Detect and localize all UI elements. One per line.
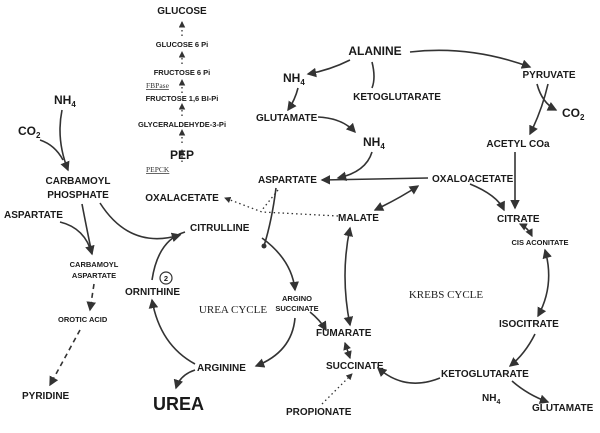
transamination-area: ALANINE NH4 KETOGLUTARATE PYRUVATE CO2 G… <box>256 44 585 210</box>
arrow-alanine-to-nh4 <box>306 59 351 78</box>
fructose-bisphosphate-label: FRUCTOSE 1,6 BI-Pi <box>146 94 219 103</box>
cis-aconitate-label: CIS ACONITATE <box>512 238 569 247</box>
arrow-nh4-to-carbamoyl-phosphate <box>59 109 70 172</box>
fbpase-enzyme-label: FBPase <box>146 81 170 90</box>
oxaloacetate-label: OXALOACETATE <box>432 174 514 185</box>
glyceraldehyde-3-phosphate-label: GLYCERALDEHYDE-3-Pi <box>138 120 226 129</box>
ketoglutarate-bottom-label: KETOGLUTARATE <box>441 369 529 380</box>
carbamoyl-aspartate-label-line2: ASPARTATE <box>72 271 116 280</box>
argininosuccinate-label-line2: SUCCINATE <box>275 304 318 313</box>
glutamate-top-label: GLUTAMATE <box>256 113 318 124</box>
arrow-fumarate-malate <box>343 226 354 327</box>
arrow-citrate-cisaconitate <box>518 223 533 238</box>
arrow-arginine-to-ornithine <box>148 298 196 365</box>
arrow-nh4-to-glutamate <box>287 87 299 112</box>
co2-label-left: CO2 <box>18 124 41 140</box>
citrate-label: CITRATE <box>497 214 540 225</box>
nh4-label-top: NH4 <box>283 71 305 87</box>
gluconeogenesis-pathway: GLUCOSE GLUCOSE 6 Pi FRUCTOSE 6 Pi FBPas… <box>138 6 226 204</box>
arrow-pyruvate-to-acetylcoa <box>529 83 549 136</box>
line-aspartate-to-argininosuccinate <box>263 187 277 247</box>
arrow-citrulline-to-argininosuccinate <box>261 237 299 292</box>
krebs-cycle-title: KREBS CYCLE <box>409 289 484 301</box>
ornithine-label: ORNITHINE <box>125 287 180 298</box>
pep-label: PEP <box>170 148 194 162</box>
arrow-oxaloacetate-to-aspartate <box>320 175 429 185</box>
line-ornithine-to-citrulline <box>151 231 186 281</box>
carbamoyl-phosphate-label-line1: CARBAMOYL <box>46 176 111 187</box>
arrow-carbamoyl-phosphate-to-citrulline <box>99 202 182 242</box>
arrow-glutamate-to-nh4 <box>317 116 356 134</box>
arrow-oxaloacetate-to-citrate <box>469 183 505 212</box>
arrow-ketoglutarate-to-succinate <box>376 367 441 384</box>
arrow-carbamoyl-aspartate-to-orotic-acid <box>86 283 96 312</box>
urea-cycle-title: UREA CYCLE <box>199 304 267 316</box>
ornithine-transporter-icon <box>159 271 173 285</box>
arrow-argininosuccinate-to-arginine <box>254 317 296 368</box>
succinate-label: SUCCINATE <box>326 361 384 372</box>
arrow-nh4-to-aspartate <box>336 151 373 181</box>
pyruvate-label: PYRUVATE <box>523 70 576 81</box>
line-alanine-to-ketoglutarate <box>371 61 375 89</box>
arrow-ketoglutarate-to-glutamate <box>511 380 550 404</box>
aspartate-mid-label: ASPARTATE <box>258 175 317 186</box>
arrow-arginine-to-urea <box>173 369 196 390</box>
acetyl-coa-label: ACETYL COa <box>486 139 550 150</box>
arrow-isocitrate-to-ketoglutarate <box>508 333 536 367</box>
krebs-cycle: ASPARTATE OXALOACETATE MALATE CITRATE CI… <box>258 174 594 418</box>
isocitrate-label: ISOCITRATE <box>499 319 559 330</box>
arrow-orotic-acid-to-pyridine <box>49 329 81 387</box>
pepck-enzyme-label: PEPCK <box>146 165 170 174</box>
oxalacetate-label: OXALACETATE <box>145 193 219 204</box>
propionate-label: PROPIONATE <box>286 407 352 418</box>
arrow-alanine-to-pyruvate <box>409 49 532 69</box>
arrow-cisaconitate-isocitrate <box>537 248 552 318</box>
cross-links <box>224 187 339 249</box>
urea-cycle: CITRULLINE 2 ORNITHINE ARGINO SUCCINATE … <box>125 223 327 414</box>
orotic-acid-label: OROTIC ACID <box>58 315 108 324</box>
line-co2-to-carbamoyl-phosphate <box>39 139 64 161</box>
urea-label: UREA <box>153 394 204 414</box>
arrow-argininosuccinate-to-fumarate <box>309 311 327 332</box>
arrow-malate-oxaloacetate <box>373 185 420 211</box>
arrow-succinate-fumarate <box>343 341 352 360</box>
arrow-propionate-to-succinate <box>321 373 353 405</box>
nh4-label-bottom: NH4 <box>482 393 500 406</box>
alanine-label: ALANINE <box>348 44 401 58</box>
aspartate-left-label: ASPARTATE <box>4 210 63 221</box>
glucose-label: GLUCOSE <box>157 6 207 17</box>
carbamoyl-phosphate-label-line2: PHOSPHATE <box>47 190 109 201</box>
pyrimidine-area: NH4 CO2 CARBAMOYL PHOSPHATE ASPARTATE CA… <box>4 93 182 402</box>
citrulline-label: CITRULLINE <box>190 223 250 234</box>
glutamate-bottom-label: GLUTAMATE <box>532 403 594 414</box>
fructose-6-phosphate-label: FRUCTOSE 6 Pi <box>154 68 211 77</box>
argininosuccinate-label-line1: ARGINO <box>282 294 312 303</box>
nh4-label-left: NH4 <box>54 93 76 109</box>
pyridine-label: PYRIDINE <box>22 391 70 402</box>
glucose-6-phosphate-label: GLUCOSE 6 Pi <box>156 40 209 49</box>
line-carbamoyl-phosphate-to-carbamoyl-aspartate <box>81 203 93 255</box>
ketoglutarate-top-label: KETOGLUTARATE <box>353 92 441 103</box>
fumarate-label: FUMARATE <box>316 328 372 339</box>
malate-label: MALATE <box>338 213 379 224</box>
ornithine-transporter-number: 2 <box>164 274 168 283</box>
arrow-malate-to-oxalacetate <box>224 196 339 217</box>
carbamoyl-aspartate-label-line1: CARBAMOYL <box>70 260 119 269</box>
co2-label-right: CO2 <box>562 106 585 122</box>
nh4-label-middle: NH4 <box>363 135 385 151</box>
junction-dot <box>261 243 267 249</box>
arginine-label: ARGININE <box>197 363 246 374</box>
